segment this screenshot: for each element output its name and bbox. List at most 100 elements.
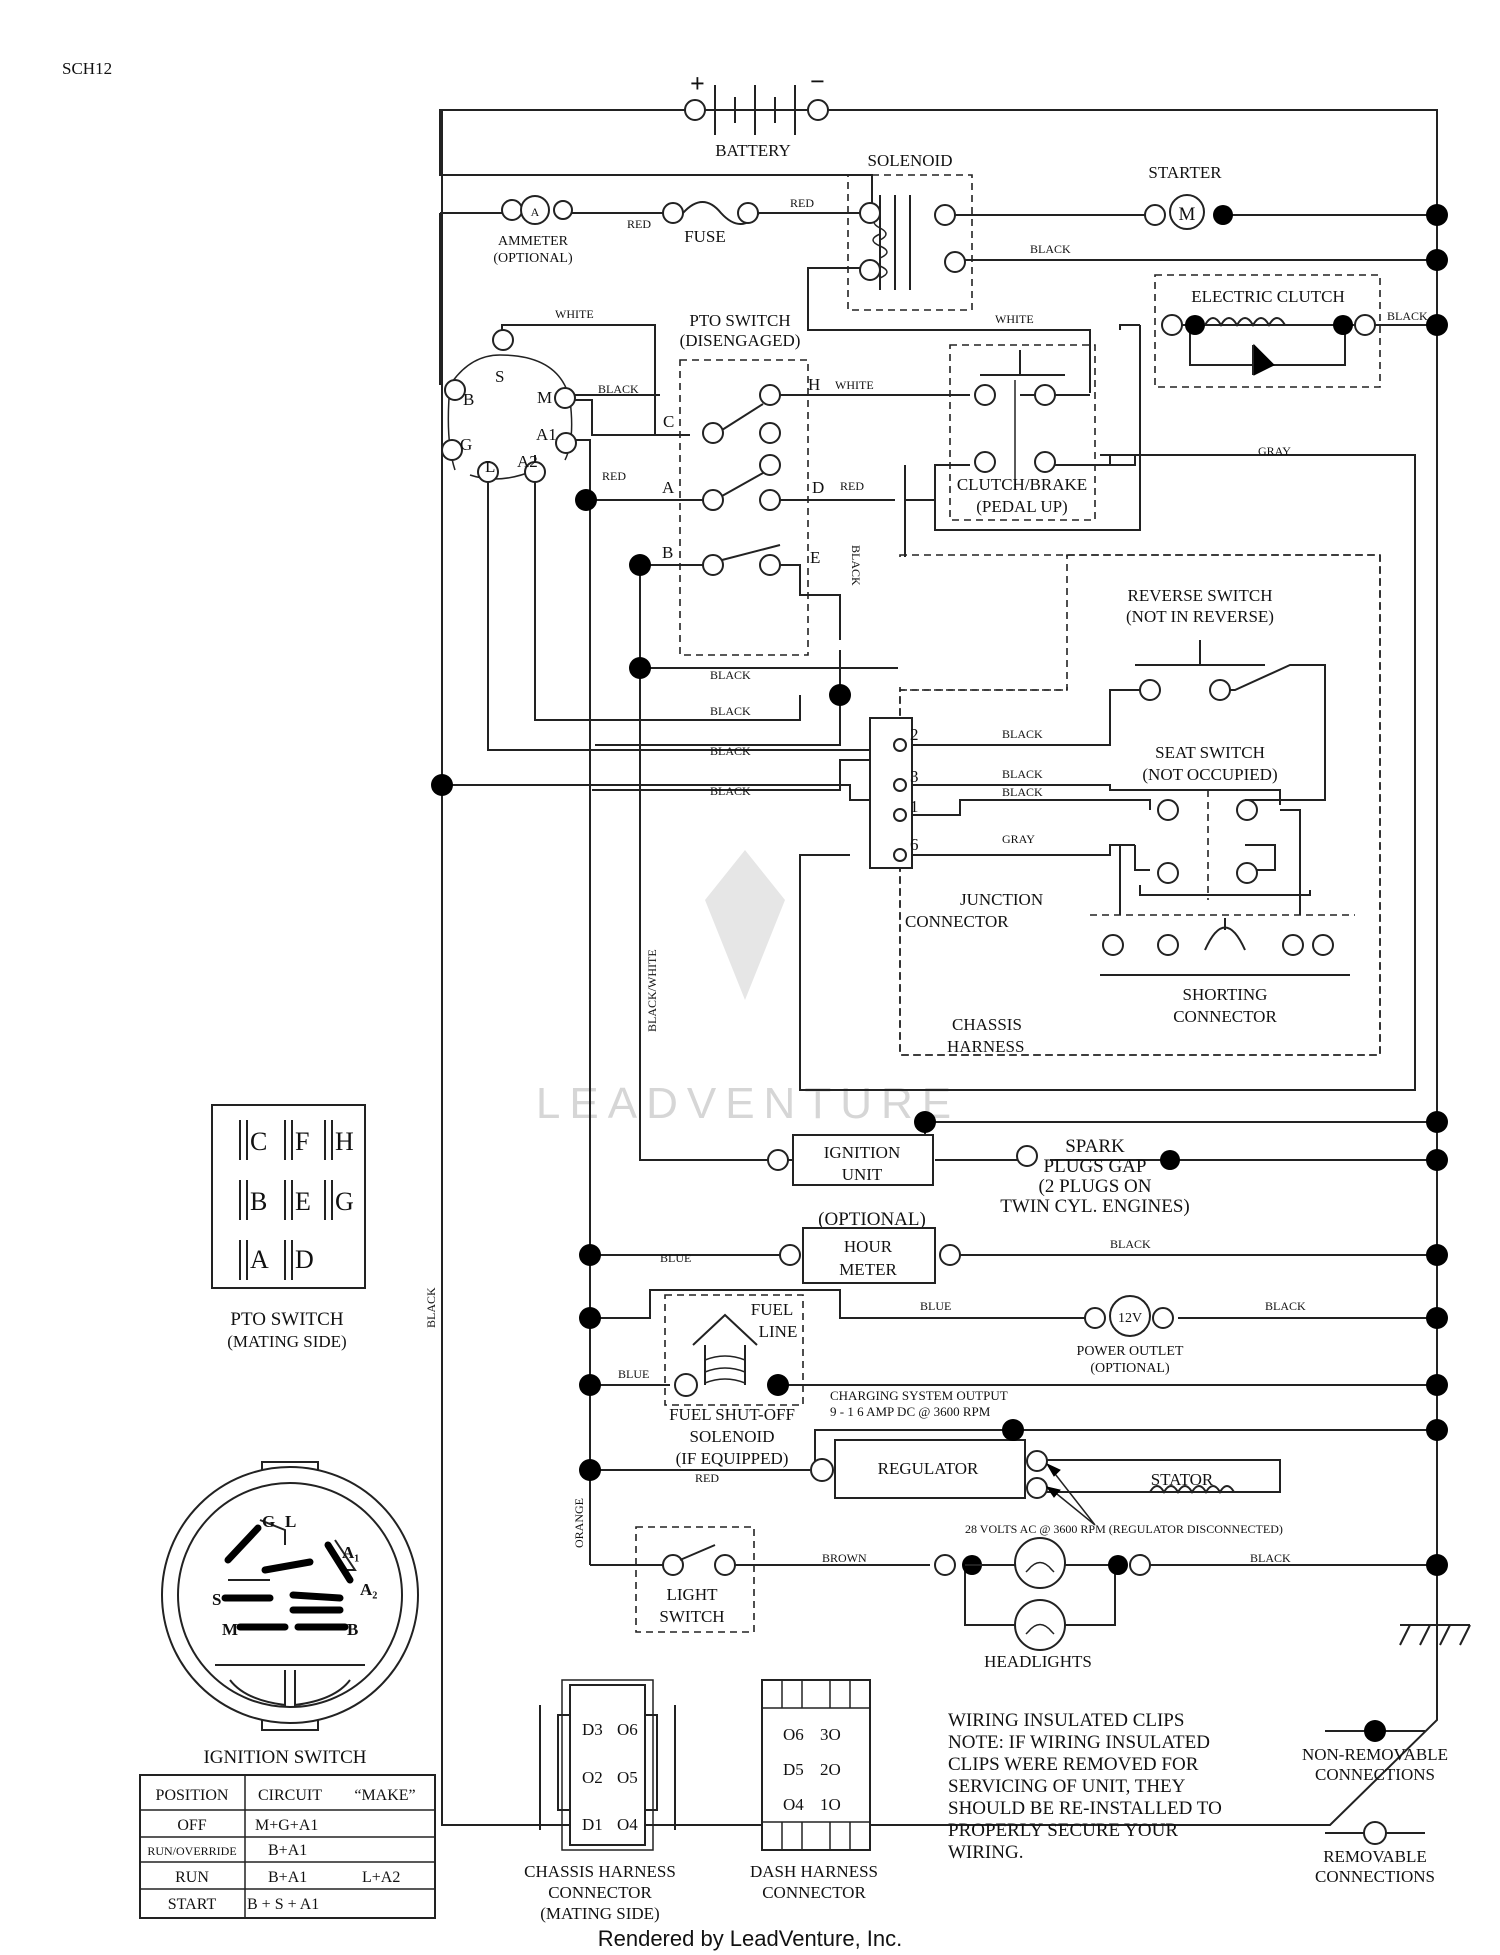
junction-pin-3: 3 xyxy=(910,767,919,786)
stator-label: STATOR xyxy=(1151,1470,1214,1489)
wire-label-gray-top: GRAY xyxy=(1258,444,1291,458)
reverse-switch: REVERSE SWITCH (NOT IN REVERSE) xyxy=(1126,586,1274,701)
footer-credit: Rendered by LeadVenture, Inc. xyxy=(598,1926,903,1951)
legend-non-removable-1: NON-REMOVABLE xyxy=(1302,1745,1448,1764)
wire-label-red-fuse: RED xyxy=(790,196,814,210)
ign-face-a2: A₂ xyxy=(360,1580,377,1599)
dash-connector-pin-3o: 3O xyxy=(820,1725,841,1744)
clutch-brake-state: (PEDAL UP) xyxy=(976,497,1067,516)
ignition-unit: IGNITION UNIT xyxy=(767,1134,934,1186)
wire-label-white-top: WHITE xyxy=(555,307,594,321)
wire-label-brown: BROWN xyxy=(822,1551,867,1565)
watermark-text: LEADVENTURE xyxy=(536,1079,960,1128)
page-code: SCH12 xyxy=(62,59,112,78)
power-outlet-symbol: 12V xyxy=(1118,1311,1142,1326)
wire-label-white-h: WHITE xyxy=(835,378,874,392)
ammeter-optional: (OPTIONAL) xyxy=(493,251,573,266)
wire-label-black-junction2: BLACK xyxy=(1002,727,1043,741)
pto-mating-connector: C F H B E G A D PTO SWITCH (MATING SIDE) xyxy=(211,1104,366,1351)
charging-output-label-2: 9 - 1 6 AMP DC @ 3600 RPM xyxy=(830,1404,991,1419)
junction-connector: 2 3 1 6 JUNCTION CONNECTOR xyxy=(869,717,1043,931)
junction-pin-2: 2 xyxy=(910,725,919,744)
stator: STATOR 28 VOLTS AC @ 3600 RPM (REGULATOR… xyxy=(965,1462,1283,1536)
pto-mating-pin-b: B xyxy=(250,1187,267,1216)
headlights-label: HEADLIGHTS xyxy=(984,1652,1092,1671)
spark-plugs-label-2: PLUGS GAP xyxy=(1044,1156,1147,1177)
pto-mating-pin-g: G xyxy=(335,1187,354,1216)
pto-mating-subtitle: (MATING SIDE) xyxy=(227,1332,346,1351)
wire-label-black-row2: BLACK xyxy=(710,704,751,718)
electric-clutch: ELECTRIC CLUTCH xyxy=(1154,274,1381,388)
pto-mating-title: PTO SWITCH xyxy=(230,1309,343,1330)
ign-table-row-circuit: B+A1 xyxy=(268,1869,307,1886)
legend-non-removable-2: CONNECTIONS xyxy=(1315,1765,1435,1784)
dash-connector-pin-2o: 2O xyxy=(820,1760,841,1779)
ign-face-m: M xyxy=(222,1620,238,1639)
ign-terminal-a1: A1 xyxy=(536,425,557,444)
spark-plugs: SPARK PLUGS GAP (2 PLUGS ON TWIN CYL. EN… xyxy=(1000,1136,1189,1217)
chassis-connector-label-2: CONNECTOR xyxy=(548,1883,652,1902)
junction-pin-1: 1 xyxy=(910,797,919,816)
clutch-brake-switch: CLUTCH/BRAKE (PEDAL UP) xyxy=(949,344,1096,521)
chassis-ground-symbol xyxy=(1399,1624,1471,1646)
legend: NON-REMOVABLE CONNECTIONS REMOVABLE CONN… xyxy=(1302,1720,1448,1886)
pto-terminal-d: D xyxy=(812,478,824,497)
hour-meter: (OPTIONAL) HOUR METER xyxy=(779,1209,961,1284)
ign-face-a1: A₁ xyxy=(342,1543,359,1562)
pto-mating-pin-c: C xyxy=(250,1127,267,1156)
chassis-harness-connector: D3 O6 O2 O5 D1 O4 CHASSIS HARNESS CONNEC… xyxy=(524,1679,676,1923)
wire-label-black-row1: BLACK xyxy=(710,668,751,682)
chassis-harness: CHASSIS HARNESS xyxy=(898,554,1381,1056)
chassis-connector-pin-o6: O6 xyxy=(617,1720,638,1739)
ign-terminal-g: G xyxy=(460,435,472,454)
fuse: FUSE xyxy=(662,201,760,246)
regulator-label: REGULATOR xyxy=(878,1459,979,1478)
solenoid-label: SOLENOID xyxy=(868,151,953,170)
ign-table-row-circuit: M+G+A1 xyxy=(255,1817,318,1834)
power-outlet-label: POWER OUTLET xyxy=(1077,1344,1184,1359)
wire-label-blue-outlet: BLUE xyxy=(920,1299,951,1313)
ignition-switch-table: IGNITION SWITCH POSITION CIRCUIT “MAKE” … xyxy=(139,1747,436,1919)
hour-meter-optional: (OPTIONAL) xyxy=(818,1209,926,1230)
hour-meter-label-2: METER xyxy=(839,1260,897,1279)
chassis-connector-pin-o4: O4 xyxy=(617,1815,638,1834)
note-line: SERVICING OF UNIT, THEY xyxy=(948,1776,1186,1797)
ign-face-g: G xyxy=(262,1512,275,1531)
dash-connector-label-1: DASH HARNESS xyxy=(750,1862,878,1881)
wire-label-black-m: BLACK xyxy=(598,382,639,396)
legend-removable-2: CONNECTIONS xyxy=(1315,1867,1435,1886)
note-line: CLIPS WERE REMOVED FOR xyxy=(948,1754,1199,1775)
wire-label-black-headlights: BLACK xyxy=(1250,1551,1291,1565)
starter: STARTER M xyxy=(1144,163,1233,230)
pto-mating-pin-f: F xyxy=(295,1127,309,1156)
ignition-unit-label-2: UNIT xyxy=(842,1165,883,1184)
fuel-shutoff-label-2: SOLENOID xyxy=(690,1427,775,1446)
pto-terminal-h: H xyxy=(808,375,820,394)
wire-label-black-row4: BLACK xyxy=(710,784,751,798)
shorting-connector-label-2: CONNECTOR xyxy=(1173,1007,1277,1026)
battery: + − BATTERY xyxy=(684,67,829,160)
pto-mating-pin-e: E xyxy=(295,1187,311,1216)
spark-plugs-label-3: (2 PLUGS ON xyxy=(1039,1176,1152,1197)
wire-label-black-clutch: BLACK xyxy=(1387,309,1428,323)
pto-mating-pin-d: D xyxy=(295,1245,314,1274)
ign-table-header-circuit: CIRCUIT xyxy=(258,1787,322,1804)
wire-label-black-junction3: BLACK xyxy=(1002,767,1043,781)
light-switch-label-1: LIGHT xyxy=(667,1585,719,1604)
wire-label-white-clutchbrake: WHITE xyxy=(995,312,1034,326)
reverse-switch-label: REVERSE SWITCH xyxy=(1128,586,1273,605)
note-line: PROPERLY SECURE YOUR xyxy=(948,1820,1178,1841)
wire-label-black-vertical-e: BLACK xyxy=(849,545,863,586)
power-outlet: 12V POWER OUTLET (OPTIONAL) xyxy=(1077,1295,1184,1376)
pto-terminal-c: C xyxy=(663,412,674,431)
wire-label-blue-fuel: BLUE xyxy=(618,1367,649,1381)
wire-label-black-solenoid: BLACK xyxy=(1030,242,1071,256)
wire-label-black-outlet: BLACK xyxy=(1265,1299,1306,1313)
dash-harness-connector: O6 3O D5 2O O4 1O DASH HARNESS CONNECTOR xyxy=(750,1679,878,1902)
note-line: NOTE: IF WIRING INSULATED xyxy=(948,1732,1210,1753)
note-line: SHOULD BE RE-INSTALLED TO xyxy=(948,1798,1222,1819)
pto-terminal-b: B xyxy=(662,543,673,562)
regulator: CHARGING SYSTEM OUTPUT 9 - 1 6 AMP DC @ … xyxy=(810,1388,1048,1499)
ign-face-s: S xyxy=(212,1590,221,1609)
ign-table-row-position: START xyxy=(168,1896,217,1913)
